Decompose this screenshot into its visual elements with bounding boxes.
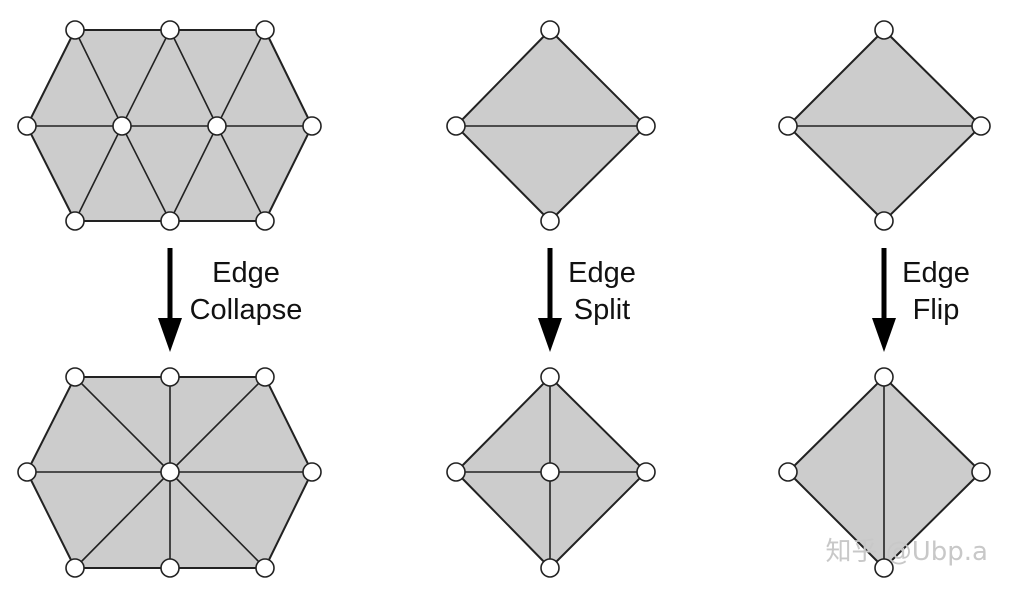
vertex [540, 20, 560, 40]
collapse-arrow-icon [158, 248, 182, 352]
flip-label-line-2: Flip [913, 294, 960, 326]
vertex [540, 558, 560, 578]
vertex [65, 558, 85, 578]
vertex [874, 211, 894, 231]
vertex [302, 116, 322, 136]
vertex [160, 211, 180, 231]
vertex [255, 558, 275, 578]
vertex [874, 367, 894, 387]
vertex [160, 367, 180, 387]
vertex [778, 116, 798, 136]
vertex [160, 558, 180, 578]
flip-before-mesh [778, 20, 991, 231]
split-label-line-2: Split [574, 294, 630, 326]
vertex [160, 20, 180, 40]
collapse-before-mesh [17, 20, 322, 231]
vertex [874, 558, 894, 578]
vertex [65, 20, 85, 40]
vertex [778, 462, 798, 482]
watermark: 知乎 @Ubp.a [825, 537, 988, 567]
vertex [65, 367, 85, 387]
vertex [255, 367, 275, 387]
flip-arrow-icon [872, 248, 896, 352]
split-arrow-icon [538, 248, 562, 352]
vertex [302, 462, 322, 482]
vertex [255, 211, 275, 231]
vertex [65, 211, 85, 231]
split-label-line-1: Edge [568, 257, 636, 289]
vertex [540, 367, 560, 387]
vertex [255, 20, 275, 40]
vertex [112, 116, 132, 136]
vertex [160, 462, 180, 482]
vertex [636, 116, 656, 136]
vertex [17, 116, 37, 136]
collapse-after-edges [26, 376, 313, 569]
vertex [971, 462, 991, 482]
split-after-mesh [446, 367, 656, 578]
vertex [207, 116, 227, 136]
vertex [636, 462, 656, 482]
flip-label-line-1: Edge [902, 257, 970, 289]
collapse-after-vertices [17, 367, 322, 578]
vertex [446, 116, 466, 136]
collapse-label-line-2: Collapse [190, 294, 303, 326]
vertex [446, 462, 466, 482]
collapse-after-mesh [17, 367, 322, 578]
collapse-before-edges [26, 29, 313, 222]
collapse-label-line-1: Edge [212, 257, 280, 289]
vertex [874, 20, 894, 40]
vertex [540, 211, 560, 231]
vertex [17, 462, 37, 482]
split-before-mesh [446, 20, 656, 231]
flip-after-mesh [778, 367, 991, 578]
vertex [540, 462, 560, 482]
vertex [971, 116, 991, 136]
collapse-before-vertices [17, 20, 322, 231]
